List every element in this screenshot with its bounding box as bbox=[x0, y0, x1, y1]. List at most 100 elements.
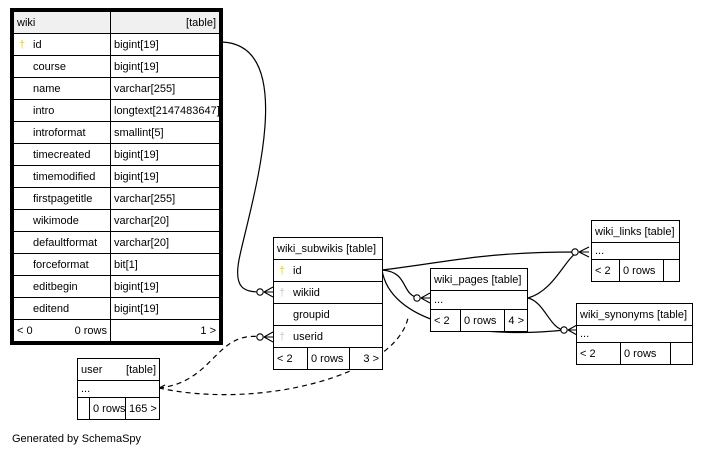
parents-count[interactable]: < 2 bbox=[430, 309, 461, 332]
edge-pages-to-synonyms bbox=[527, 297, 566, 331]
column-row[interactable]: † wikiid bbox=[273, 281, 383, 304]
column-name: groupid bbox=[293, 308, 330, 321]
column-row[interactable]: † forceformat bit[1] bbox=[13, 253, 220, 276]
foreign-key-icon: † bbox=[278, 286, 286, 299]
column-row[interactable]: † id bigint[19] bbox=[13, 33, 220, 56]
no-key-spacer: † bbox=[17, 105, 27, 117]
no-key-spacer: † bbox=[17, 193, 27, 205]
parents-count[interactable]: < 2 bbox=[273, 347, 308, 370]
table-user[interactable]: user [table] ... 0 rows 165 > bbox=[77, 358, 160, 420]
table-type-tag: [table] bbox=[110, 11, 220, 34]
no-key-spacer: † bbox=[17, 303, 27, 315]
parents-count bbox=[77, 397, 90, 420]
no-key-spacer: † bbox=[17, 237, 27, 249]
column-type: bigint[19] bbox=[110, 297, 220, 320]
column-row[interactable]: † name varchar[255] bbox=[13, 77, 220, 100]
column-row[interactable]: † firstpagetitle varchar[255] bbox=[13, 187, 220, 210]
table-name: wiki_pages bbox=[434, 273, 489, 286]
parents-count[interactable]: < 0 bbox=[17, 324, 33, 337]
no-key-spacer: † bbox=[17, 83, 27, 95]
children-count[interactable]: 3 > bbox=[349, 347, 383, 370]
children-count[interactable]: 1 > bbox=[110, 319, 220, 342]
column-row[interactable]: † course bigint[19] bbox=[13, 55, 220, 78]
primary-key-icon: † bbox=[278, 264, 286, 277]
column-name: firstpagetitle bbox=[33, 192, 93, 205]
column-type: smallint[5] bbox=[110, 121, 220, 144]
edge-subwikis-to-pages bbox=[381, 269, 421, 299]
column-name: defaultformat bbox=[33, 236, 98, 249]
table-type-tag: [table] bbox=[644, 225, 675, 238]
column-type: bigint[19] bbox=[110, 165, 220, 188]
column-name: name bbox=[33, 82, 61, 95]
row-count: 0 rows bbox=[74, 324, 107, 337]
no-key-spacer: † bbox=[17, 281, 27, 293]
column-type: bigint[19] bbox=[110, 275, 220, 298]
columns-collapsed: ... bbox=[576, 325, 693, 343]
no-key-spacer: † bbox=[17, 149, 27, 161]
edge-wiki-to-subwikis bbox=[221, 41, 267, 293]
no-key-spacer: † bbox=[17, 171, 27, 183]
children-count bbox=[670, 342, 693, 365]
column-name: id bbox=[33, 38, 42, 51]
table-type-tag: [table] bbox=[657, 308, 687, 321]
no-key-spacer: † bbox=[17, 259, 27, 271]
no-key-spacer: † bbox=[17, 61, 27, 73]
parents-count[interactable]: < 2 bbox=[576, 342, 621, 365]
column-type: bigint[19] bbox=[110, 33, 220, 56]
column-row[interactable]: † defaultformat varchar[20] bbox=[13, 231, 220, 254]
table-wiki-links[interactable]: wiki_links [table] ... < 2 0 rows bbox=[591, 220, 680, 282]
column-name: forceformat bbox=[33, 258, 89, 271]
no-key-spacer: † bbox=[17, 215, 27, 227]
column-name: id bbox=[293, 264, 302, 277]
column-name: timemodified bbox=[33, 170, 96, 183]
table-name: wiki_synonyms bbox=[580, 308, 654, 321]
column-row[interactable]: † editend bigint[19] bbox=[13, 297, 220, 320]
row-count: 0 rows bbox=[620, 342, 671, 365]
table-wiki-pages[interactable]: wiki_pages [table] ... < 2 0 rows 4 > bbox=[430, 268, 528, 332]
row-count: 0 rows bbox=[307, 347, 350, 370]
column-row[interactable]: † timemodified bigint[19] bbox=[13, 165, 220, 188]
table-type-tag: [table] bbox=[491, 273, 522, 286]
no-key-spacer: † bbox=[277, 309, 287, 321]
generated-by-text: Generated by SchemaSpy bbox=[12, 433, 142, 445]
table-wiki-subwikis[interactable]: wiki_subwikis [table] † id † wikiid † groupid… bbox=[273, 237, 383, 370]
column-type: bigint[19] bbox=[110, 55, 220, 78]
column-row[interactable]: † id bbox=[273, 259, 383, 282]
columns-collapsed: ... bbox=[77, 380, 160, 398]
column-name: course bbox=[33, 60, 67, 73]
table-name: user bbox=[81, 363, 103, 376]
column-type: bit[1] bbox=[110, 253, 220, 276]
edge-subwikis-to-links bbox=[381, 251, 578, 271]
column-row[interactable]: †userid bbox=[273, 325, 383, 348]
column-row[interactable]: † groupid bbox=[273, 303, 383, 326]
table-name: wiki_subwikis bbox=[277, 242, 344, 255]
table-wiki[interactable]: wiki [table] † id bigint[19] † course bigint[… bbox=[10, 8, 223, 345]
primary-key-icon: † bbox=[18, 38, 26, 51]
table-name: wiki bbox=[13, 11, 111, 34]
parents-count[interactable]: < 2 bbox=[591, 259, 620, 282]
children-count[interactable]: 4 > bbox=[504, 309, 528, 332]
column-name: editend bbox=[33, 302, 70, 315]
column-name: intro bbox=[33, 104, 55, 117]
columns-collapsed: ... bbox=[591, 242, 680, 260]
no-key-spacer: † bbox=[17, 127, 27, 139]
column-type: varchar[255] bbox=[110, 77, 220, 100]
foreign-key-icon: † bbox=[278, 330, 286, 343]
column-type: varchar[255] bbox=[110, 187, 220, 210]
table-wiki-synonyms[interactable]: wiki_synonyms [table] ... < 2 0 rows bbox=[576, 303, 693, 365]
row-count: 0 rows bbox=[89, 397, 126, 420]
table-type-tag: [table] bbox=[346, 242, 377, 255]
column-type: varchar[20] bbox=[110, 231, 220, 254]
children-count bbox=[663, 259, 680, 282]
table-name: wiki_links bbox=[595, 225, 642, 238]
column-name: wikiid bbox=[293, 286, 320, 299]
table-type-tag: [table] bbox=[126, 363, 156, 376]
children-count[interactable]: 165 > bbox=[125, 397, 160, 420]
column-type: bigint[19] bbox=[110, 143, 220, 166]
